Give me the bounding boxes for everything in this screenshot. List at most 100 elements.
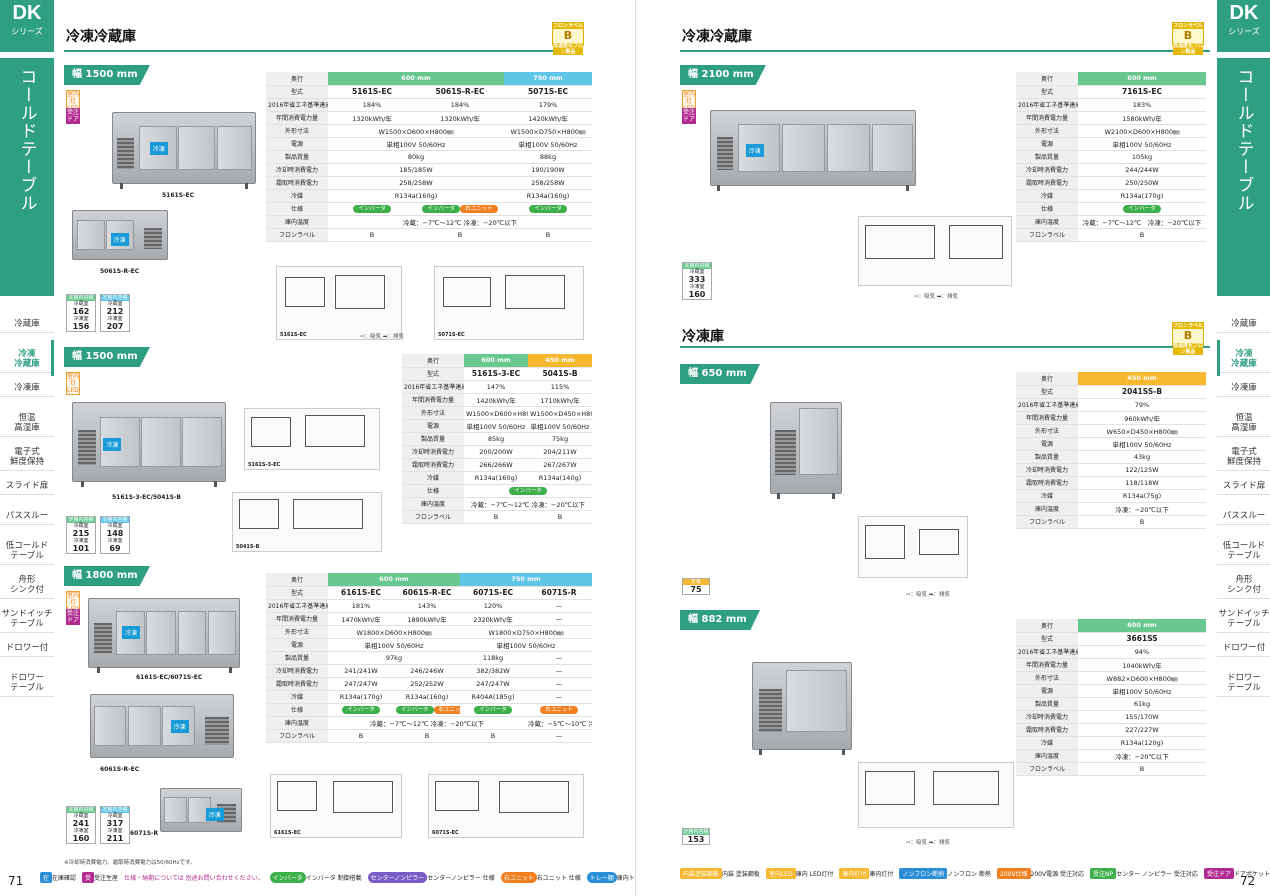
page-title: 冷凍冷蔵庫: [66, 29, 136, 45]
sidebar-item[interactable]: 電子式鮮度保持: [1217, 444, 1270, 471]
sidebar-item[interactable]: 恒温高湿庫: [0, 410, 54, 437]
product-image: 冷凍: [72, 402, 226, 487]
row-label: 型式: [1016, 632, 1078, 646]
airflow-legend: ⇨：吸気 ➡：排気: [360, 334, 404, 340]
row-label: 冷媒: [1016, 736, 1078, 750]
sidebar-item[interactable]: 低コールドテーブル: [1217, 538, 1270, 565]
sidebar-item[interactable]: 冷凍冷蔵庫: [1217, 346, 1270, 373]
page-number: 72: [1240, 874, 1256, 888]
row-label: 外形寸法: [266, 124, 328, 138]
capacity-header: 定格内容積: [67, 807, 95, 813]
active-indicator: [1217, 340, 1220, 376]
sidebar-item[interactable]: 冷蔵庫: [1217, 316, 1270, 333]
sidebar-item[interactable]: ドロワー付: [0, 640, 54, 657]
sidebar-item[interactable]: 舟形シンク付: [0, 572, 54, 599]
capacity-header: 定格内容積: [67, 295, 95, 301]
capacity-header: 定格内容積: [101, 295, 129, 301]
sidebar-item[interactable]: 舟形シンク付: [1217, 572, 1270, 599]
row-label: 型式: [266, 586, 328, 600]
row-label: 霜取時消費電力: [1016, 476, 1078, 490]
spec-cell: B: [460, 729, 526, 743]
sidebar-item[interactable]: ドロワー付: [1217, 640, 1270, 657]
depth-header: 600 mm: [328, 72, 504, 86]
capacity-value: 162: [72, 307, 90, 316]
legend-icon: 内装塗装鋼板: [680, 868, 723, 879]
capacity-label: 冷凍室: [107, 538, 123, 544]
capacity-label: 冷蔵室: [107, 813, 123, 819]
legend-label: センター ノンピラー 受注対応: [1116, 871, 1198, 878]
row-label: 年間消費電力量: [1016, 658, 1078, 672]
spec-cell: R134a(75g): [1078, 489, 1206, 503]
legend-icon: ノンフロン断熱: [899, 868, 948, 879]
sidebar-item[interactable]: 冷蔵庫: [0, 316, 54, 333]
sidebar-item[interactable]: 電子式鮮度保持: [0, 444, 54, 471]
sidebar-item[interactable]: サンドイッチテーブル: [1217, 606, 1270, 633]
sidebar-item[interactable]: パススルー: [0, 508, 54, 525]
sidebar-item[interactable]: サンドイッチテーブル: [0, 606, 54, 633]
depth-header: 600 mm: [1078, 619, 1206, 633]
depth-header: 750 mm: [504, 72, 592, 86]
title-rule: [64, 50, 576, 52]
sidebar-item[interactable]: 恒温高湿庫: [1217, 410, 1270, 437]
spec-cell: W1800×D750×H800㎜: [460, 625, 592, 639]
legend-icon: 室内LED: [765, 868, 796, 879]
depth-header: 600 mm: [328, 573, 460, 587]
spec-cell: 97kg: [328, 651, 460, 665]
legend-label: センターノンピラー 仕様: [427, 875, 495, 882]
spec-cell: —: [526, 729, 592, 743]
row-label: 2016年省エネ基準達成率: [266, 599, 328, 613]
product-caption: 5061S-R-EC: [100, 268, 140, 275]
spec-cell: R404A(185g): [460, 690, 526, 704]
dimension-diagram: [858, 216, 1012, 286]
section-tab-cold-table[interactable]: コールドテーブル: [0, 58, 54, 296]
legend-item: センターノンピラーセンターノンピラー 仕様: [367, 872, 495, 883]
spec-cell: 185/185W: [328, 163, 504, 177]
spec-cell: 単相100V 50/60Hz: [1078, 137, 1206, 151]
sidebar-item[interactable]: ドロワーテーブル: [1217, 670, 1270, 697]
capacity-label: 冷蔵室: [73, 301, 89, 307]
order-door-badge: 受注 ドア: [66, 609, 80, 625]
row-label: 霜取時消費電力: [266, 176, 328, 190]
order-door-badge: 受注 ドア: [682, 108, 696, 124]
legend-item: 受受注生産: [82, 872, 118, 883]
row-label: 仕様: [266, 202, 328, 216]
capacity-label: 冷蔵室: [107, 301, 123, 307]
sidebar-item[interactable]: パススルー: [1217, 508, 1270, 525]
spec-cell: インバータ: [460, 703, 526, 717]
spec-cell: B: [328, 729, 394, 743]
row-label: 電源: [1016, 137, 1078, 151]
depth-header: 450 mm: [528, 354, 592, 368]
capacity-label: 冷凍室: [689, 284, 705, 290]
legend-item: トレー棚庫内トレー棚 仕様: [586, 872, 635, 883]
row-label: 年間消費電力量: [266, 111, 328, 125]
section-tab-cold-table[interactable]: コールドテーブル: [1217, 58, 1270, 296]
sidebar-item[interactable]: 低コールドテーブル: [0, 538, 54, 565]
sidebar-item[interactable]: 冷凍庫: [1217, 380, 1270, 397]
spec-cell: インバータ: [328, 202, 416, 216]
spec-cell: B: [528, 510, 592, 524]
spec-cell: 冷蔵：−5℃〜10℃ 冷凍：−20℃以下: [526, 716, 592, 730]
model-number: 2041SS-B: [1078, 385, 1206, 399]
capacity-label: 冷凍室: [107, 828, 123, 834]
sidebar-item[interactable]: スライド扉: [0, 478, 54, 495]
row-label: 2016年省エネ基準達成率: [1016, 398, 1078, 412]
row-label: 製品質量: [266, 150, 328, 164]
row-label: 仕様: [1016, 202, 1078, 216]
row-label: 年間消費電力量: [1016, 111, 1078, 125]
active-indicator: [51, 340, 54, 376]
legend-icon: 受: [82, 872, 95, 883]
sidebar-item[interactable]: 冷凍冷蔵庫: [0, 346, 54, 373]
sidebar-item[interactable]: 冷凍庫: [0, 380, 54, 397]
spec-cell: B: [1078, 515, 1206, 529]
sidebar-item[interactable]: ドロワーテーブル: [0, 670, 54, 697]
spec-cell: 227/227W: [1078, 723, 1206, 737]
sidebar-item[interactable]: スライド扉: [1217, 478, 1270, 495]
inverter-badge: インバータ: [422, 205, 460, 213]
